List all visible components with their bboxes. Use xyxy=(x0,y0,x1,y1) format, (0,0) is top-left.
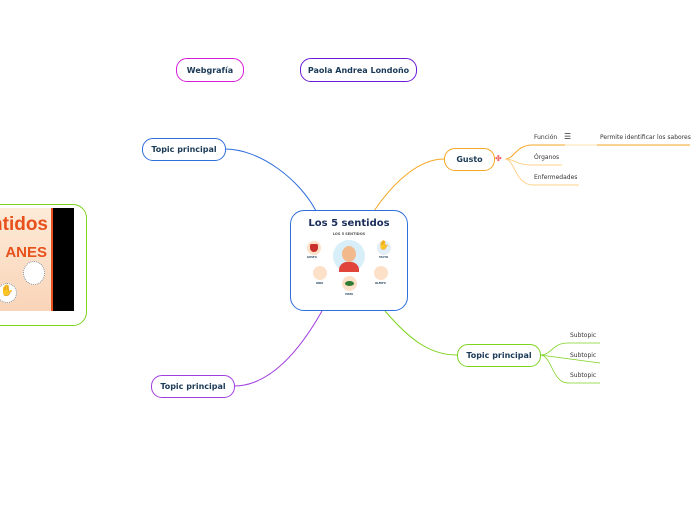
nose-icon xyxy=(374,266,388,280)
webgrafia-label: Webgrafía xyxy=(186,65,234,75)
notes-icon[interactable]: ☰ xyxy=(564,132,572,141)
collapse-icon[interactable]: ✤ xyxy=(495,154,502,163)
hand-icon: ✋ xyxy=(377,241,391,255)
poster-subtitle: ANES xyxy=(5,244,47,261)
image-label: TACTO xyxy=(379,256,389,259)
topic-label: Topic principal xyxy=(160,382,226,391)
topic-label: Gusto xyxy=(456,155,483,164)
subtopic-funcion[interactable]: Función xyxy=(534,134,558,141)
image-node[interactable]: entidos ANES ✋ xyxy=(0,204,87,326)
topic-bottom[interactable]: Topic principal xyxy=(151,375,235,398)
central-title: Los 5 sentidos xyxy=(308,218,390,229)
senses-image: LOS 5 SENTIDOS ✋ GUSTO TACTO OÍDO OLFATO… xyxy=(299,232,399,300)
topic-right[interactable]: Topic principal xyxy=(457,344,541,367)
image-label: VISTA xyxy=(345,293,354,296)
topic-label: Topic principal xyxy=(466,351,532,360)
subtopic[interactable]: Subtopic xyxy=(570,332,597,339)
central-topic[interactable]: Los 5 sentidos LOS 5 SENTIDOS ✋ GUSTO TA… xyxy=(290,210,408,311)
subtopic[interactable]: Subtopic xyxy=(570,352,597,359)
author-node[interactable]: Paola Andrea Londoño xyxy=(300,58,417,82)
topic-gusto[interactable]: Gusto xyxy=(444,148,495,171)
subtopic-organos[interactable]: Órganos xyxy=(534,154,560,161)
image-label: OÍDO xyxy=(316,282,324,285)
author-label: Paola Andrea Londoño xyxy=(307,65,410,75)
topic-label: Topic principal xyxy=(151,145,217,154)
hand-icon: ✋ xyxy=(0,283,17,303)
senses-poster: entidos ANES ✋ xyxy=(0,208,53,311)
image-caption: LOS 5 SENTIDOS xyxy=(332,232,366,236)
subtopic-enfermedades[interactable]: Enfermedades xyxy=(534,174,578,181)
image-label: GUSTO xyxy=(307,256,317,259)
subtopic[interactable]: Subtopic xyxy=(570,372,597,379)
webgrafia-node[interactable]: Webgrafía xyxy=(176,58,244,82)
ear-icon xyxy=(313,266,327,280)
eye-icon xyxy=(342,276,357,291)
topic-top-left[interactable]: Topic principal xyxy=(142,138,226,161)
face-icon xyxy=(333,240,365,272)
image-label: OLFATO xyxy=(375,282,386,285)
poster-title: entidos xyxy=(0,214,48,235)
nose-icon xyxy=(23,261,45,285)
tongue-icon xyxy=(307,241,321,255)
funcion-note[interactable]: Permite identificar los sabores xyxy=(600,134,691,141)
